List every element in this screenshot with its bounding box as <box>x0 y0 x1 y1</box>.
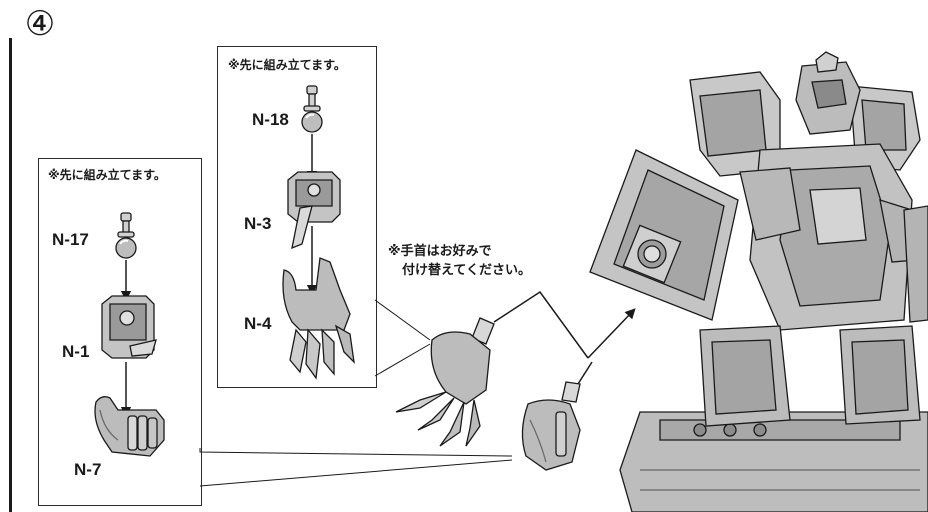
swap-hand-claw <box>395 317 495 447</box>
part-n18-peg <box>301 85 323 133</box>
hand-swap-note: ※手首はお好みで 付け替えてください。 <box>388 242 588 280</box>
part-label-n7: N-7 <box>74 460 102 479</box>
robot-figure <box>589 51 928 512</box>
part-label-n3: N-3 <box>244 214 272 233</box>
hand-swap-note-line1: ※手首はお好みで <box>388 244 492 259</box>
swap-hand-fist <box>521 381 581 471</box>
part-n17-peg <box>115 212 137 259</box>
step-number: ④ <box>24 4 56 44</box>
left-margin-rule <box>9 38 12 512</box>
part-label-n17: N-17 <box>52 230 89 249</box>
part-label-n4: N-4 <box>244 314 272 333</box>
box-left-note: ※先に組み立てます。 <box>48 168 166 182</box>
hand-swap-note-line2: 付け替えてください。 <box>402 263 531 278</box>
callout-line-box-right <box>374 299 431 341</box>
part-n7-fist <box>94 396 165 457</box>
part-label-n18: N-18 <box>252 110 289 129</box>
arrow-to-robot-arm <box>587 308 636 359</box>
part-label-n1: N-1 <box>62 342 90 361</box>
callout-line-box-right-lower <box>374 343 431 377</box>
part-n3-wrist <box>287 171 341 250</box>
box-right-note: ※先に組み立てます。 <box>228 58 346 72</box>
callout-line-box-left-lower <box>199 459 513 487</box>
part-n4-claw-hand <box>282 257 355 380</box>
connector-fist-to-arm <box>577 361 593 385</box>
callout-line-box-left <box>199 448 513 457</box>
part-n1-wrist <box>101 295 157 359</box>
connector-claw-to-arm <box>493 290 589 359</box>
